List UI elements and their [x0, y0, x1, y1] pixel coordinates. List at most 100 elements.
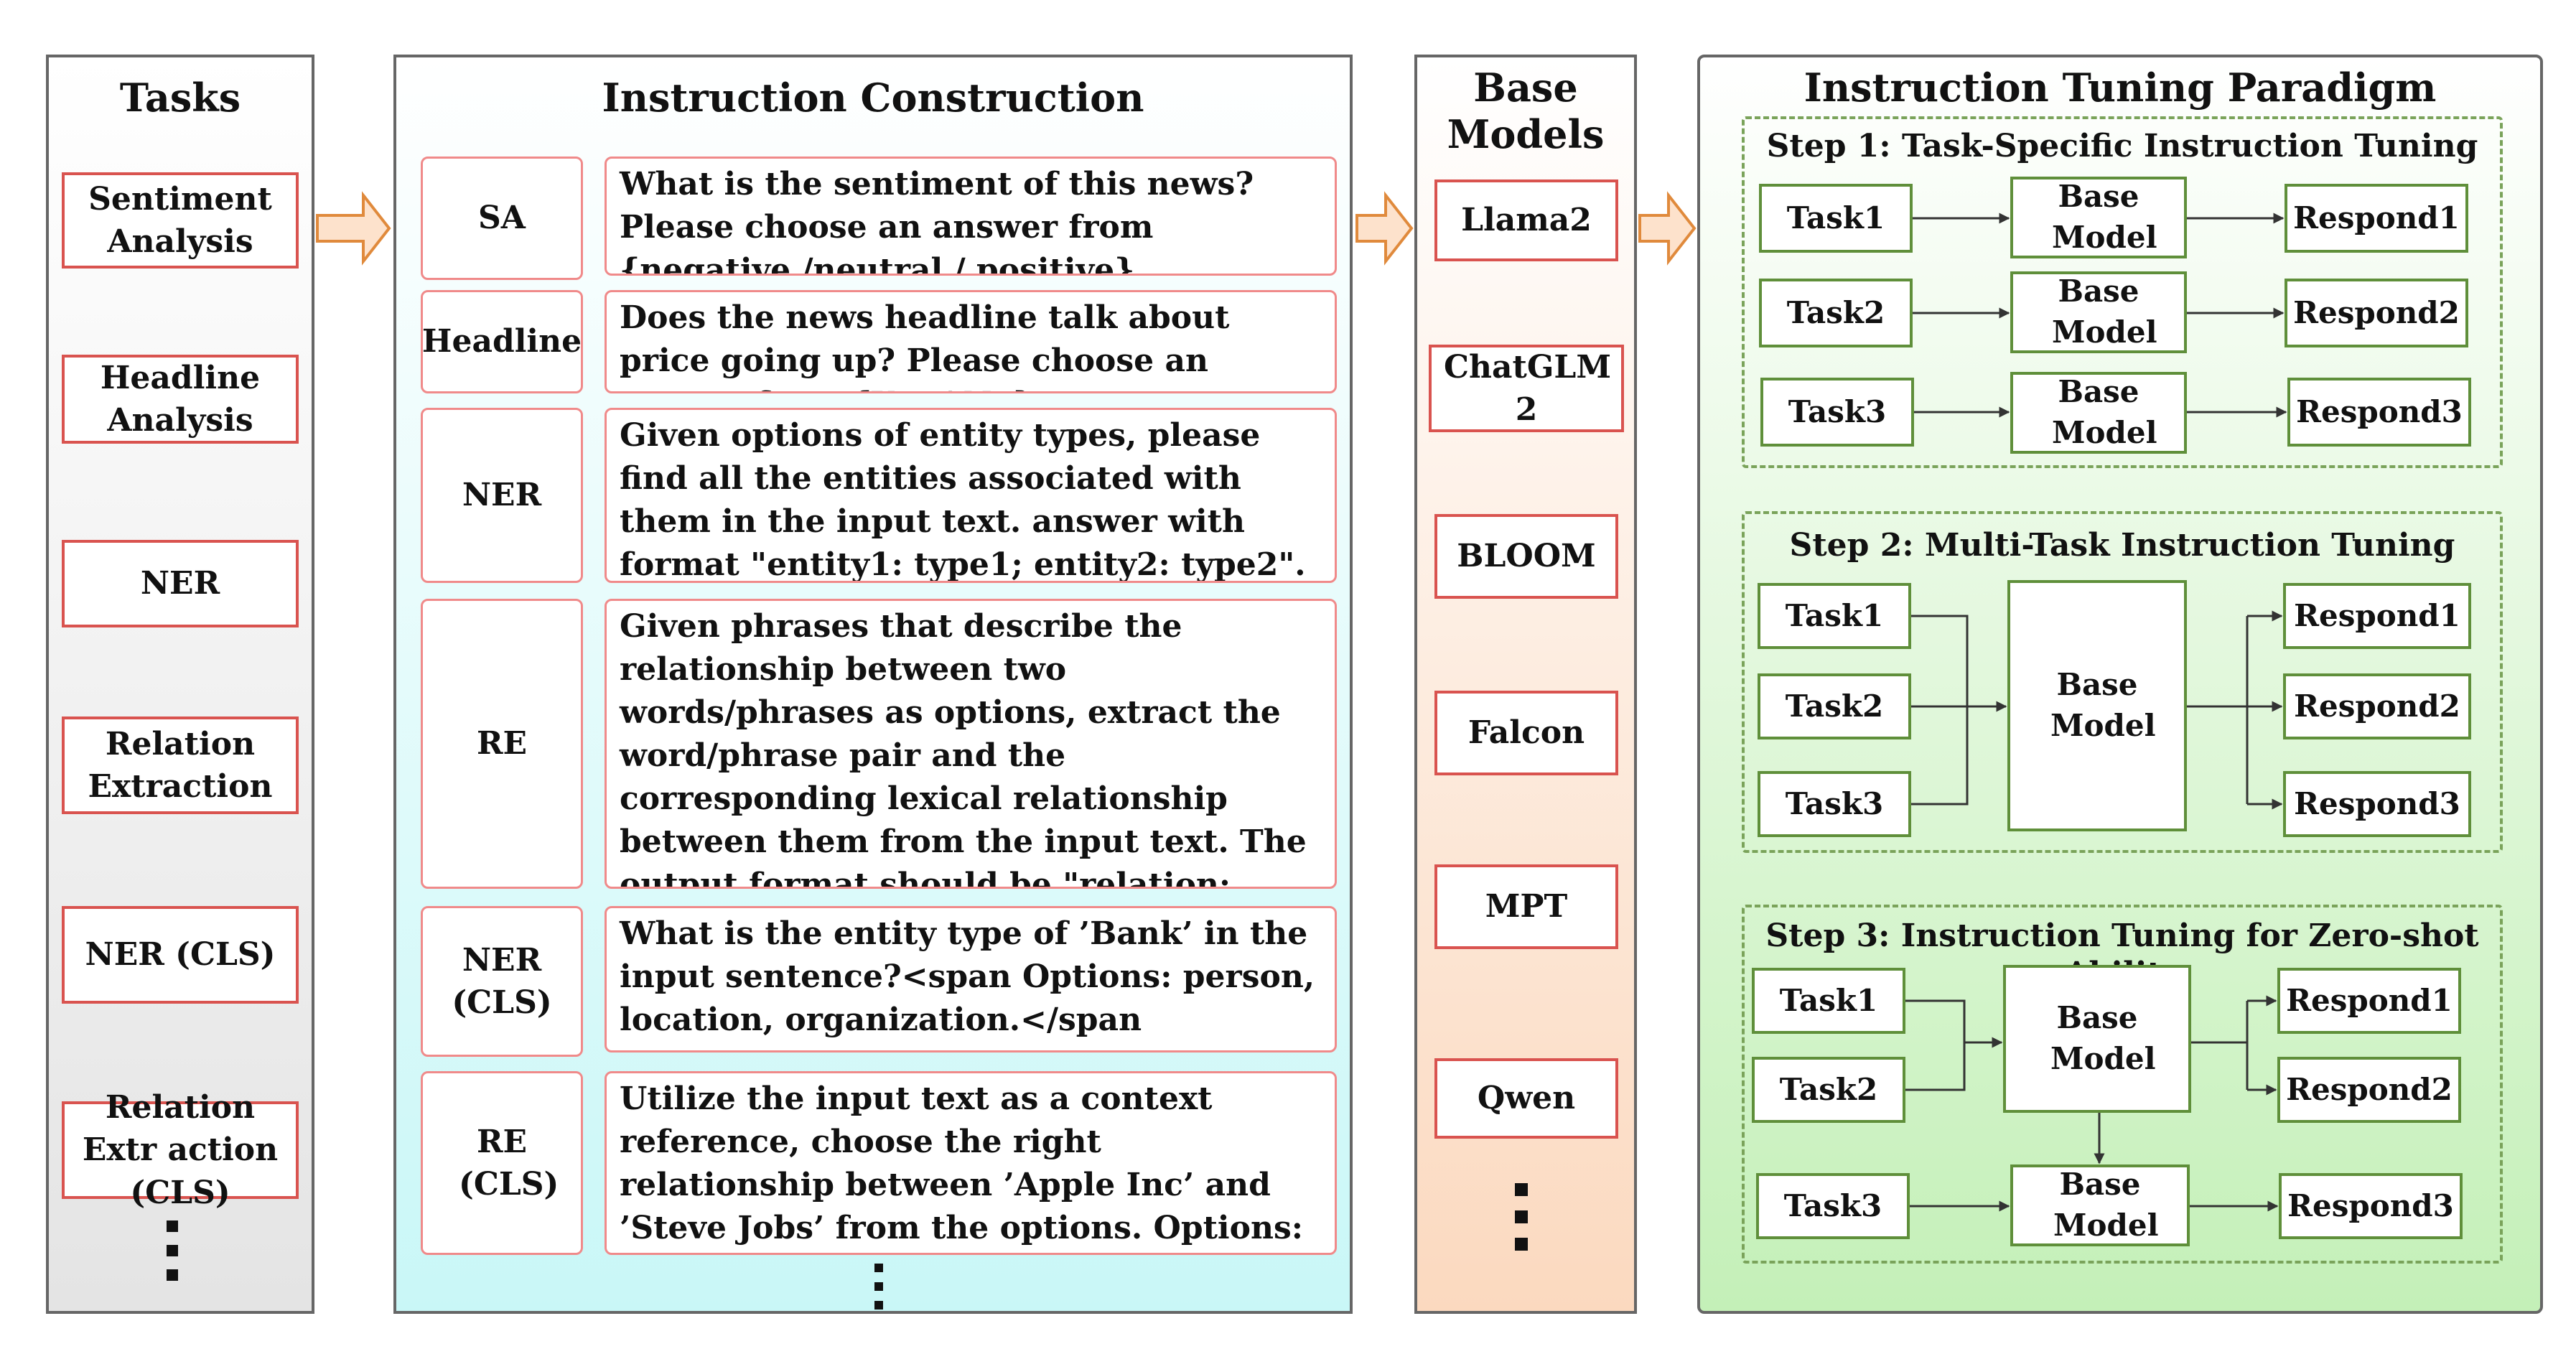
respond-label: Respond2: [2294, 688, 2460, 724]
task-label: Relation Extr action (CLS): [82, 1088, 279, 1211]
task-label: Task3: [1788, 393, 1887, 429]
step2-respond2: Respond2: [2283, 673, 2471, 739]
instruction-text: Given phrases that describe the relation…: [620, 608, 1307, 889]
model-falcon: Falcon: [1434, 691, 1618, 775]
arrow-tasks-to-instructions: [316, 191, 391, 266]
task-label: Sentiment Analysis: [88, 180, 272, 260]
respond-label: Respond2: [2293, 294, 2460, 330]
model-qwen: Qwen: [1434, 1058, 1618, 1139]
instruction-label-ner: NER: [421, 408, 583, 583]
task-sentiment-analysis: Sentiment Analysis: [62, 172, 299, 269]
arrow-models-to-paradigm: [1638, 191, 1697, 266]
task-label: Task1: [1786, 200, 1885, 235]
step2-task3: Task3: [1758, 771, 1911, 837]
task-label: Task2: [1785, 688, 1884, 724]
instruction-text: Given options of entity types, please fi…: [620, 417, 1306, 583]
model-label: Llama2: [1461, 202, 1592, 239]
instruction-text-ner-cls: What is the entity type of ’Bank’ in the…: [605, 906, 1337, 1052]
step1-task2: Task2: [1759, 279, 1913, 347]
instruction-label-sa: SA: [421, 157, 583, 280]
model-label: ChatGLM 2: [1444, 348, 1612, 428]
step1-task1: Task1: [1759, 184, 1913, 253]
step2-respond1: Respond1: [2283, 583, 2471, 649]
respond-label: Respond2: [2286, 1071, 2453, 1107]
tasks-ellipsis: [167, 1220, 178, 1281]
step2-container: Step 2: Multi-Task Instruction Tuning: [1742, 511, 2503, 853]
step2-respond3: Respond3: [2283, 771, 2471, 837]
instruction-label: NER: [462, 477, 542, 514]
instruction-label: RE: [476, 725, 528, 762]
tasks-title: Tasks: [119, 75, 241, 121]
step1-base-model3: Base Model: [2010, 372, 2187, 454]
task-label: Task1: [1785, 597, 1884, 633]
step1-container: Step 1: Task-Specific Instruction Tuning: [1742, 116, 2503, 468]
instruction-text-headline: Does the news headline talk about price …: [605, 290, 1337, 393]
task-ner-cls: NER (CLS): [62, 906, 299, 1004]
task-label: Headline Analysis: [100, 359, 261, 439]
step3-base-model2: Base Model: [2010, 1164, 2190, 1246]
instruction-ellipsis: [874, 1264, 883, 1310]
model-label: Falcon: [1467, 714, 1585, 752]
step2-title: Step 2: Multi-Task Instruction Tuning: [1789, 527, 2455, 564]
task-label: Task3: [1783, 1187, 1882, 1223]
model-label: Base Model: [2050, 1000, 2156, 1076]
task-ner: NER: [62, 540, 299, 627]
model-label: Base Model: [2052, 374, 2157, 450]
instruction-label-ner-cls: NER (CLS): [421, 906, 583, 1057]
respond-label: Respond3: [2294, 785, 2460, 821]
model-bloom: BLOOM: [1434, 514, 1618, 599]
step3-base-model: Base Model: [2003, 965, 2191, 1113]
instruction-label-headline: Headline: [421, 290, 583, 393]
step1-respond3: Respond3: [2287, 378, 2471, 447]
instruction-text: Does the news headline talk about price …: [620, 299, 1230, 391]
step1-base-model2: Base Model: [2010, 271, 2187, 353]
paradigm-title: Instruction Tuning Paradigm: [1803, 65, 2437, 111]
task-label: NER: [140, 565, 220, 602]
step1-title: Step 1: Task-Specific Instruction Tuning: [1766, 128, 2478, 164]
step1-respond2: Respond2: [2285, 279, 2468, 347]
task-headline-analysis: Headline Analysis: [62, 355, 299, 444]
base-models-title-line1: Base: [1473, 65, 1578, 111]
model-mpt: MPT: [1434, 864, 1618, 949]
task-label: Relation Extraction: [88, 725, 273, 805]
task-label: Task2: [1786, 294, 1885, 330]
instruction-label-re-cls: RE (CLS): [421, 1071, 583, 1255]
step2-task1: Task1: [1758, 583, 1911, 649]
models-ellipsis: [1515, 1183, 1528, 1251]
arrow-instructions-to-models: [1355, 191, 1414, 266]
instruction-text-ner: Given options of entity types, please fi…: [605, 408, 1337, 583]
model-label: BLOOM: [1457, 538, 1596, 575]
step3-respond2: Respond2: [2277, 1057, 2461, 1123]
model-label: Base Model: [2052, 274, 2157, 350]
instruction-title: Instruction Construction: [602, 75, 1144, 121]
instruction-label-re: RE: [421, 599, 583, 889]
respond-label: Respond1: [2294, 597, 2460, 633]
base-models-title: Base Models: [1417, 65, 1634, 158]
model-label: Base Model: [2053, 1167, 2159, 1243]
model-llama2: Llama2: [1434, 179, 1618, 261]
step1-base-model1: Base Model: [2010, 177, 2187, 258]
model-label: MPT: [1485, 888, 1568, 925]
step3-task2: Task2: [1752, 1057, 1905, 1123]
step3-task3: Task3: [1756, 1173, 1910, 1239]
respond-label: Respond3: [2287, 1187, 2454, 1223]
task-label: NER (CLS): [85, 936, 276, 974]
model-chatglm2: ChatGLM 2: [1429, 345, 1624, 432]
instruction-text: Utilize the input text as a context refe…: [620, 1080, 1303, 1246]
instruction-label: Headline: [421, 323, 582, 360]
instruction-label: NER (CLS): [452, 941, 552, 1021]
base-models-title-line2: Models: [1447, 111, 1605, 157]
model-label: Qwen: [1477, 1080, 1576, 1117]
respond-label: Respond1: [2286, 982, 2453, 1018]
step1-task3: Task3: [1760, 378, 1914, 447]
respond-label: Respond3: [2296, 393, 2463, 429]
respond-label: Respond1: [2293, 200, 2460, 235]
instruction-text: What is the entity type of ’Bank’ in the…: [620, 915, 1326, 1038]
instruction-label: SA: [478, 200, 526, 237]
model-label: Base Model: [2052, 179, 2157, 255]
instruction-text: What is the sentiment of this news? Plea…: [620, 166, 1265, 276]
task-label: Task2: [1779, 1071, 1878, 1107]
task-label: Task3: [1785, 785, 1884, 821]
task-relation-extraction-cls: Relation Extr action (CLS): [62, 1089, 299, 1211]
